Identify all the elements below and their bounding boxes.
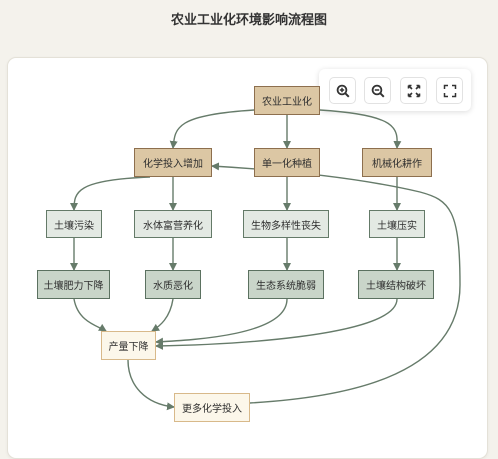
node-yield[interactable]: 产量下降 bbox=[101, 331, 156, 360]
zoom-in-button[interactable] bbox=[329, 77, 356, 104]
zoom-out-icon bbox=[371, 84, 385, 98]
edge-fert-yield bbox=[73, 298, 107, 332]
node-chem[interactable]: 化学投入增加 bbox=[134, 148, 212, 177]
edge-chem-soilpol bbox=[70, 176, 151, 211]
node-mono[interactable]: 单一化种植 bbox=[254, 148, 320, 177]
node-struct[interactable]: 土壤结构破坏 bbox=[358, 270, 434, 299]
node-root[interactable]: 农业工业化 bbox=[254, 86, 320, 115]
edge-root-chem bbox=[169, 109, 255, 149]
edge-struct-yield bbox=[155, 298, 398, 350]
node-water[interactable]: 水质恶化 bbox=[145, 270, 201, 299]
fit-view-icon bbox=[407, 84, 421, 98]
node-fert[interactable]: 土壤肥力下降 bbox=[37, 270, 110, 299]
node-soilpol[interactable]: 土壤污染 bbox=[46, 210, 102, 238]
node-biodiv[interactable]: 生物多样性丧失 bbox=[243, 210, 329, 238]
node-eutro[interactable]: 水体富营养化 bbox=[134, 210, 212, 238]
edge-yield-more bbox=[127, 359, 175, 411]
diagram-card bbox=[7, 57, 488, 459]
diagram-toolbar bbox=[319, 69, 471, 111]
fullscreen-button[interactable] bbox=[436, 77, 463, 104]
edge-root-mech bbox=[319, 109, 402, 149]
node-eco[interactable]: 生态系统脆弱 bbox=[248, 270, 324, 299]
node-mech[interactable]: 机械化耕作 bbox=[362, 148, 432, 177]
fit-view-button[interactable] bbox=[400, 77, 427, 104]
node-more[interactable]: 更多化学投入 bbox=[174, 393, 250, 422]
page-title: 农业工业化环境影响流程图 bbox=[170, 13, 327, 28]
edge-water-yield bbox=[151, 298, 174, 332]
zoom-in-icon bbox=[336, 84, 350, 98]
zoom-out-button[interactable] bbox=[364, 77, 391, 104]
fullscreen-icon bbox=[443, 84, 457, 98]
node-compact[interactable]: 土壤压实 bbox=[369, 210, 425, 238]
edge-eco-yield bbox=[155, 298, 288, 346]
